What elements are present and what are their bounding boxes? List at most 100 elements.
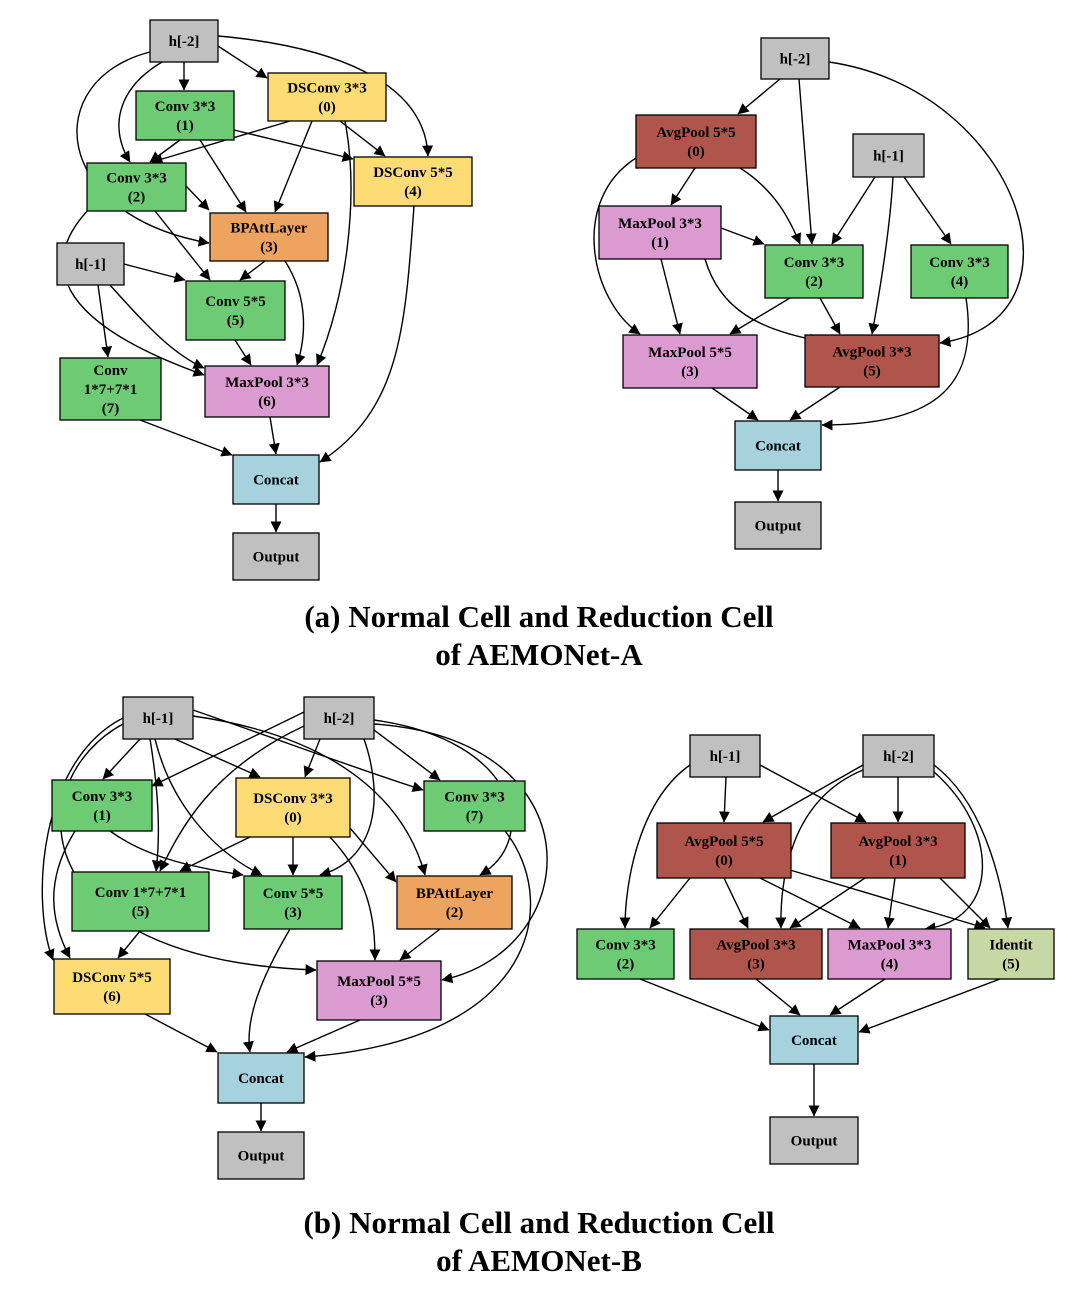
edge-b-reduction-avgpool3_1-to-avgpool3_3 — [789, 877, 866, 929]
edge-b-normal-h1-to-maxpool5 — [60, 723, 317, 976]
node-box — [622, 334, 758, 389]
edge-b-normal-h2-to-conv5 — [319, 738, 375, 878]
node-b-reduction-concat: Concat — [769, 1015, 859, 1065]
node-label: Conv 3*3 — [155, 99, 215, 115]
edge-b-reduction-identity-to-concat — [858, 978, 1001, 1034]
edge-b-normal-h2-to-conv17 — [159, 725, 305, 872]
edge-a-reduction-avgpool5-to-maxpool5 — [593, 157, 641, 335]
node-label: (0) — [687, 144, 705, 160]
node-a-reduction-maxpool5: MaxPool 5*5(3) — [622, 334, 758, 389]
node-box — [760, 37, 830, 80]
node-label: Conv 3*3 — [784, 255, 844, 271]
node-label: MaxPool 3*3 — [225, 375, 309, 391]
node-box — [59, 357, 162, 421]
node-b-normal-conv3_1: Conv 3*3(1) — [51, 779, 153, 832]
node-box — [185, 280, 286, 341]
node-a-normal-conv3_2: Conv 3*3(2) — [86, 162, 187, 212]
edge-b-normal-bpatt-to-maxpool5 — [399, 928, 441, 961]
node-a-reduction-conv3_4: Conv 3*3(4) — [910, 244, 1009, 299]
node-box — [243, 875, 343, 930]
node-label: Concat — [755, 439, 801, 455]
node-label: DSConv 5*5 — [72, 970, 152, 986]
edge-b-normal-conv3_1-to-conv5 — [109, 830, 244, 879]
node-label: Conv — [93, 363, 128, 379]
edge-a-reduction-h1-to-conv3_2 — [831, 176, 876, 245]
node-box — [122, 696, 194, 740]
edge-a-normal-h1-to-conv17 — [97, 284, 113, 358]
node-box — [656, 822, 792, 879]
edge-b-normal-h1-to-conv3_1 — [102, 738, 141, 780]
node-box — [910, 244, 1009, 299]
edge-b-normal-dsconv3-to-maxpool5 — [329, 836, 381, 961]
node-b-reduction-avgpool5: AvgPool 5*5(0) — [656, 822, 792, 879]
edge-a-normal-bpatt-to-maxpool3 — [284, 260, 306, 366]
node-label: (1) — [176, 118, 194, 134]
caption-b: (b) Normal Cell and Reduction Cell of AE… — [0, 1204, 1078, 1280]
node-label: (1) — [651, 235, 669, 251]
edge-a-normal-conv17-to-concat — [139, 419, 233, 457]
caption-a-line2: of AEMONet-A — [435, 637, 643, 672]
edge-a-reduction-h2-to-avgpool3 — [828, 61, 1024, 347]
node-a-normal-h1: h[-1] — [56, 242, 125, 286]
node-label: (5) — [1002, 957, 1020, 973]
node-label: (3) — [284, 905, 302, 921]
node-label: AvgPool 3*3 — [716, 938, 795, 954]
node-label: (7) — [466, 809, 484, 825]
edge-b-normal-dsconv3-to-bpatt — [349, 827, 397, 883]
node-b-normal-output: Output — [217, 1131, 305, 1180]
node-box — [204, 365, 330, 418]
node-label: Conv 3*3 — [595, 938, 655, 954]
node-a-normal-conv5: Conv 5*5 (5) — [185, 280, 286, 341]
node-b-normal-h1: h[-1] — [122, 696, 194, 740]
node-box — [689, 928, 823, 980]
node-label: MaxPool 5*5 — [337, 974, 421, 990]
node-box — [862, 734, 935, 778]
edge-a-normal-conv5-to-maxpool3 — [234, 339, 252, 366]
edge-b-reduction-h2-to-avgpool3_3 — [775, 769, 864, 929]
node-label: (0) — [318, 100, 336, 116]
node-label: Output — [253, 550, 300, 566]
edge-a-reduction-conv3_4-to-concat — [821, 297, 969, 431]
node-label: h[-1] — [143, 711, 174, 727]
edge-b-normal-conv17-to-dsconv5 — [117, 930, 141, 959]
edge-a-reduction-conv3_2-to-avgpool3 — [819, 297, 841, 335]
node-a-reduction-conv3_2: Conv 3*3(2) — [764, 244, 864, 299]
node-box — [764, 244, 864, 299]
edge-a-reduction-avgpool5-to-conv3_2 — [739, 167, 802, 245]
node-box — [852, 133, 925, 178]
node-box — [830, 822, 966, 879]
node-b-normal-h2: h[-2] — [303, 696, 375, 740]
edge-b-reduction-h1-to-avgpool5 — [718, 776, 730, 823]
node-box — [53, 958, 171, 1015]
node-label: (5) — [227, 313, 245, 329]
node-a-normal-dsconv5: DSConv 5*5(4) — [353, 156, 473, 207]
node-box — [396, 875, 513, 930]
node-a-reduction-concat: Concat — [734, 420, 822, 471]
node-label: Identit — [989, 938, 1032, 954]
edge-b-reduction-avgpool5-to-maxpool3 — [759, 877, 861, 929]
node-label: (4) — [881, 957, 899, 973]
edge-b-normal-h1-to-conv5 — [154, 738, 263, 876]
node-label: Conv 3*3 — [72, 789, 132, 805]
caption-a: (a) Normal Cell and Reduction Cell of AE… — [0, 598, 1078, 674]
node-b-normal-conv17: Conv 1*7+7*1(5) — [71, 871, 210, 932]
node-label: BPAttLayer — [230, 221, 308, 237]
edge-a-normal-conv3_2-to-maxpool3 — [62, 207, 205, 377]
edge-b-reduction-h1-to-conv3 — [619, 764, 691, 929]
edge-a-normal-conv3_1-to-conv3_2 — [149, 139, 181, 163]
node-b-normal-concat: Concat — [217, 1052, 305, 1104]
node-b-normal-dsconv3: DSConv 3*3(0) — [235, 777, 351, 838]
node-b-normal-maxpool5: MaxPool 5*5(3) — [316, 960, 442, 1021]
node-label: (7) — [102, 401, 120, 417]
node-box — [576, 928, 675, 980]
node-box — [71, 871, 210, 932]
edge-a-normal-conv3_2-to-bpatt — [185, 185, 210, 211]
node-label: h[-1] — [873, 149, 904, 165]
node-label: h[-2] — [780, 52, 811, 68]
edge-b-reduction-avgpool3_1-to-identity — [939, 877, 991, 929]
node-label: Conv 5*5 — [205, 294, 265, 310]
node-label: Concat — [253, 473, 299, 489]
node-box — [135, 90, 235, 141]
